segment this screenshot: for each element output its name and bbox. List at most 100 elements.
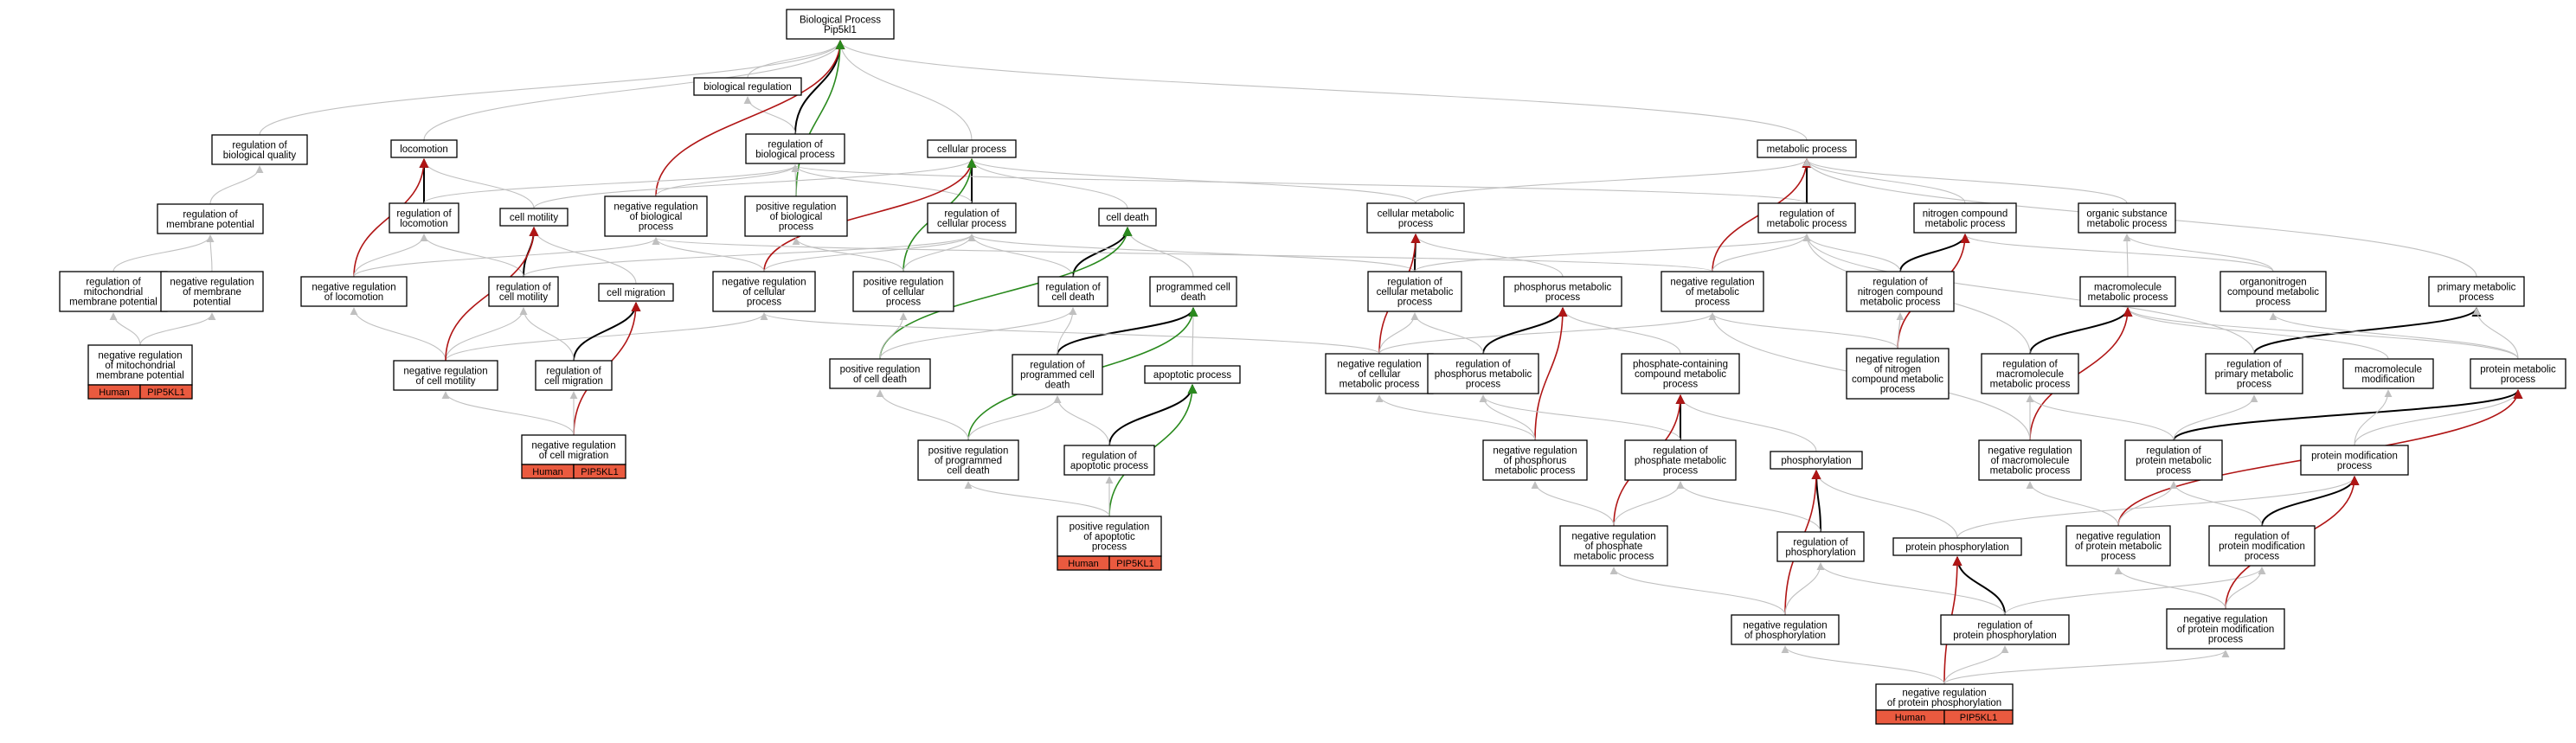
go-term-node-phosphorylation[interactable]: phosphorylation <box>1770 451 1863 470</box>
node-label-line: protein modification <box>2219 541 2305 552</box>
node-label-line: negative regulation <box>2076 532 2160 542</box>
node-box <box>1063 445 1155 476</box>
node-box <box>1367 271 1462 312</box>
go-term-node-metabolic-process[interactable]: metabolic process <box>1757 139 1857 158</box>
edge-default-macromol-to-orgsub <box>2123 234 2131 278</box>
node-label-line: positive regulation <box>1070 522 1150 533</box>
edge-default-protmod-to-macromolmod <box>2354 389 2393 446</box>
node-label-line: metabolic process <box>1339 380 1420 390</box>
node-label-line: phosphorus metabolic <box>1514 282 1612 292</box>
node-box <box>2208 525 2316 567</box>
node-label-line: cellular process <box>937 219 1006 229</box>
node-label-line: of protein modification <box>2177 625 2275 635</box>
go-term-node-cell-motility[interactable]: cell motility <box>499 208 569 227</box>
edge-default-regapoptotic-to-regprogcelldeath <box>1053 395 1110 446</box>
node-label-line: regulation of <box>1977 620 2033 631</box>
edge-default-negregcellmot-to-regcellmot <box>445 307 528 362</box>
edge-default-regmembpot-to-regbioq <box>209 165 264 205</box>
node-label-line: negative regulation <box>1743 620 1827 631</box>
go-term-node-locomotion[interactable]: locomotion <box>390 139 458 158</box>
node-label-line: death <box>1181 292 1206 303</box>
edge-default-protphos-to-phosphorylation <box>1812 470 1958 539</box>
edge-default-regcellproc-to-regbioproc <box>791 164 973 204</box>
go-term-node-biological-regulation[interactable]: biological regulation <box>693 77 802 96</box>
go-term-node-cell-death[interactable]: cell death <box>1098 208 1157 227</box>
node-label-line: of apoptotic <box>1083 532 1135 542</box>
node-label-line: negative regulation <box>1670 278 1754 288</box>
go-term-node-protein-phosphorylation[interactable]: protein phosphorylation <box>1892 537 2022 556</box>
go-term-node-cellular-process[interactable]: cellular process <box>927 139 1017 158</box>
node-label-line: negative regulation <box>170 278 254 288</box>
node-label-line: metabolic process <box>1990 466 2071 477</box>
node-label-line: compound metabolic <box>1852 375 1943 385</box>
node-label-line: nitrogen compound <box>1858 287 1943 298</box>
node-label-line: process <box>2256 298 2291 308</box>
node-box <box>1757 139 1857 158</box>
go-term-node-apoptotic-process[interactable]: apoptotic process <box>1144 365 1241 384</box>
node-label-line: of biological <box>770 212 823 222</box>
edge-default-regbioq-to-root <box>259 40 845 136</box>
node-label-line: negative regulation <box>613 202 697 213</box>
go-term-node-cell-migration[interactable]: cell migration <box>598 283 674 302</box>
annotation-gene-badge-box <box>1943 709 2014 725</box>
annotation-gene-badge: PIP5KL1 <box>581 467 618 477</box>
